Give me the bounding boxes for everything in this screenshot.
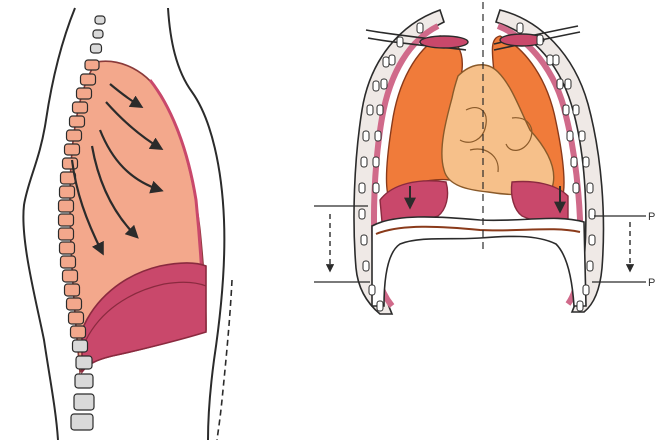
rib-segment	[553, 55, 559, 65]
vertebra	[61, 256, 76, 268]
rib-segment	[589, 209, 595, 219]
frontal-view: P P	[314, 2, 655, 314]
rib-segment	[359, 183, 365, 193]
vertebra	[59, 228, 74, 240]
rib-segment	[363, 261, 369, 271]
rib-segment	[373, 157, 379, 167]
vertebra	[95, 16, 105, 24]
rib-segment	[577, 301, 583, 311]
vertebra	[63, 158, 78, 169]
vertebra	[77, 88, 92, 99]
vertebra	[69, 312, 84, 324]
rib-segment	[517, 23, 523, 33]
rib-segment	[583, 285, 589, 295]
rib-segment	[571, 157, 577, 167]
rib-segment	[363, 131, 369, 141]
vertebra	[75, 374, 93, 388]
rib-segment	[373, 81, 379, 91]
vertebra	[65, 144, 80, 155]
rib-segment	[389, 55, 395, 65]
rib-segment	[565, 79, 571, 89]
rib-segment	[367, 105, 373, 115]
vertebra	[76, 356, 92, 369]
vertebra	[74, 394, 94, 410]
rib-segment	[377, 105, 383, 115]
vertebra	[60, 242, 75, 254]
rib-segment	[361, 157, 367, 167]
rib-segment	[563, 105, 569, 115]
vertebra	[63, 270, 78, 282]
vertebra	[67, 130, 82, 141]
lateral-view	[23, 8, 232, 440]
vertebra	[59, 200, 74, 212]
rib-segment	[373, 183, 379, 193]
vertebra	[91, 44, 102, 53]
vertebra	[59, 214, 74, 226]
vertebra	[71, 326, 86, 338]
rib-segment	[573, 105, 579, 115]
rib-segment	[383, 57, 389, 67]
rib-segment	[583, 157, 589, 167]
vertebra	[73, 102, 88, 113]
vertebra	[81, 74, 96, 85]
vertebra	[70, 116, 85, 127]
rib-segment	[537, 35, 543, 45]
rib-segment	[557, 79, 563, 89]
vertebra	[85, 60, 99, 70]
rib-segment	[359, 209, 365, 219]
edge-label-upper: P	[648, 211, 655, 223]
rib-segment	[375, 131, 381, 141]
rib-segment	[547, 55, 553, 65]
vertebra	[65, 284, 80, 296]
rib-segment	[417, 23, 423, 33]
rib-segment	[397, 37, 403, 47]
rib-segment	[369, 285, 375, 295]
first-rib-left	[420, 36, 468, 48]
rib-segment	[589, 235, 595, 245]
rib-segment	[381, 79, 387, 89]
vertebra	[60, 186, 75, 198]
vertebra	[73, 340, 88, 352]
rib-segment	[573, 183, 579, 193]
vertebra	[71, 414, 93, 430]
rib-segment	[377, 301, 383, 311]
rib-segment	[567, 131, 573, 141]
rib-segment	[579, 131, 585, 141]
expansion-dashed-line	[217, 280, 232, 440]
vertebra	[67, 298, 82, 310]
rib-segment	[361, 235, 367, 245]
vertebra	[93, 30, 103, 38]
rib-segment	[587, 261, 593, 271]
rib-segment	[587, 183, 593, 193]
edge-label-lower: P	[648, 277, 655, 289]
